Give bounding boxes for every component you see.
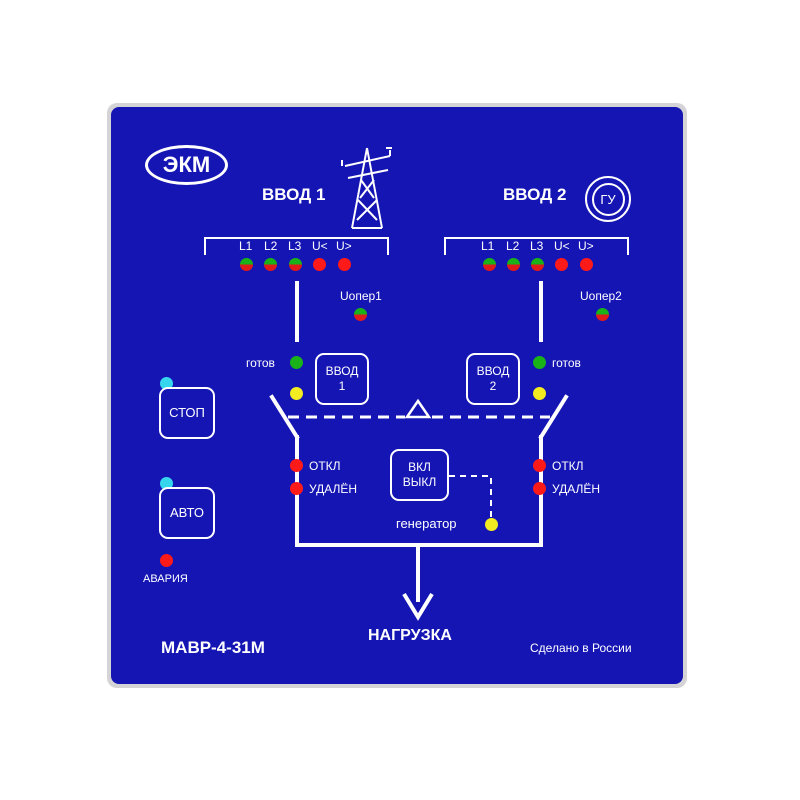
phase-label-u-high: U> bbox=[336, 239, 352, 253]
led-switch1 bbox=[290, 387, 303, 400]
led-off1 bbox=[290, 459, 303, 472]
led-input1-u-low bbox=[313, 258, 326, 271]
phase-label-l1: L1 bbox=[239, 239, 253, 253]
led-input1-l3 bbox=[289, 258, 302, 271]
logo-text: ЭКМ bbox=[162, 152, 211, 177]
led-uoper1 bbox=[354, 308, 367, 321]
input1-title: ВВОД 1 bbox=[262, 185, 326, 204]
led-input2-l2 bbox=[507, 258, 520, 271]
led-off2 bbox=[533, 459, 546, 472]
led-input2-l3 bbox=[531, 258, 544, 271]
load-label: НАГРУЗКА bbox=[368, 627, 452, 644]
led-ready1 bbox=[290, 356, 303, 369]
input2-title: ВВОД 2 bbox=[503, 185, 567, 204]
made-in-label: Сделано в России bbox=[530, 641, 632, 655]
phase-label-u-low: U< bbox=[312, 239, 328, 253]
led-generator bbox=[485, 518, 498, 531]
phase-label-l1: L1 bbox=[481, 239, 495, 253]
led-uoper2 bbox=[596, 308, 609, 321]
led-input2-u-low bbox=[555, 258, 568, 271]
led-remote2 bbox=[533, 482, 546, 495]
uoper2-label: Uопер2 bbox=[580, 289, 622, 303]
led-input2-u-high bbox=[580, 258, 593, 271]
led-remote1 bbox=[290, 482, 303, 495]
alarm-label: АВАРИЯ bbox=[143, 573, 188, 585]
led-input2-l1 bbox=[483, 258, 496, 271]
stop-button[interactable]: СТОП bbox=[159, 387, 215, 439]
gu-label: ГУ bbox=[600, 191, 616, 207]
input1-button[interactable]: ВВОД 1 bbox=[315, 353, 369, 405]
led-switch2 bbox=[533, 387, 546, 400]
input2-button[interactable]: ВВОД 2 bbox=[466, 353, 520, 405]
off-label: ВЫКЛ bbox=[402, 475, 437, 489]
model-name: МАВР-4-31М bbox=[161, 638, 265, 657]
phase-label-l2: L2 bbox=[506, 239, 520, 253]
phase-label-l3: L3 bbox=[530, 239, 544, 253]
phase-label-l2: L2 bbox=[264, 239, 278, 253]
off1-label: ОТКЛ bbox=[309, 459, 341, 473]
led-input1-l2 bbox=[264, 258, 277, 271]
generator-symbol-icon: ГУ bbox=[585, 176, 631, 222]
uoper1-label: Uопер1 bbox=[340, 289, 382, 303]
led-auto bbox=[160, 477, 173, 490]
led-input1-u-high bbox=[338, 258, 351, 271]
ekm-logo: ЭКМ bbox=[145, 145, 228, 185]
led-alarm bbox=[160, 554, 173, 567]
remote1-label: УДАЛЁН bbox=[309, 482, 358, 496]
off2-label: ОТКЛ bbox=[552, 459, 584, 473]
led-ready2 bbox=[533, 356, 546, 369]
ready1-label: готов bbox=[246, 356, 275, 370]
auto-button[interactable]: АВТО bbox=[159, 487, 215, 539]
on-label: ВКЛ bbox=[408, 460, 431, 474]
on-off-button[interactable]: ВКЛ ВЫКЛ bbox=[390, 449, 449, 501]
ready2-label: готов bbox=[552, 356, 581, 370]
phase-label-u-high: U> bbox=[578, 239, 594, 253]
phase-label-l3: L3 bbox=[288, 239, 302, 253]
led-input1-l1 bbox=[240, 258, 253, 271]
phase-label-u-low: U< bbox=[554, 239, 570, 253]
generator-label: генератор bbox=[396, 516, 457, 531]
led-stop bbox=[160, 377, 173, 390]
remote2-label: УДАЛЁН bbox=[552, 482, 601, 496]
